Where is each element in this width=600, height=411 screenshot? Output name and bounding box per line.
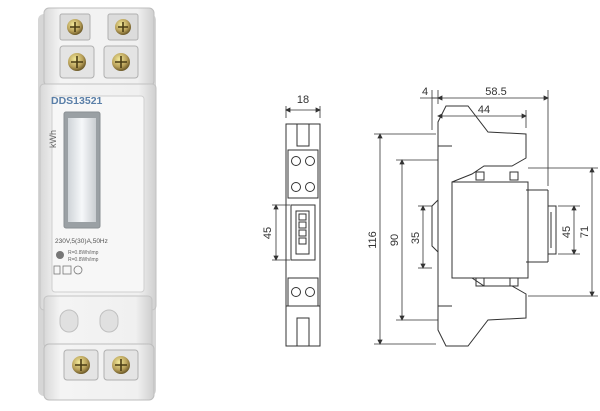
front-height-dim: 45 [262,227,274,239]
front-width-dim: 18 [297,94,309,106]
terminal-screw-icon [67,19,131,71]
side-lower-dim: 35 [410,232,422,244]
spec-line-2: R=0.8Wh/imp [68,257,99,263]
side-view-drawing [431,105,557,347]
spec-line-1: R=0.8Wh/imp [68,250,99,256]
meter-photo: DDS13521 kWh 230V,5(30)A,50Hz R=0.8Wh/im… [38,7,157,401]
side-rail-height-dim: 71 [579,226,591,238]
front-view-drawing [285,123,321,347]
side-dimensions [374,90,598,345]
side-profile [437,105,527,347]
unit-label: kWh [48,130,58,148]
led-indicator-icon [56,251,64,259]
side-overall-depth-dim: 58.5 [485,86,506,98]
side-body-height-dim: 90 [389,234,401,246]
certification-marks-icon [53,265,83,275]
side-total-height-dim: 116 [367,231,379,249]
front-dimensions [272,106,321,261]
side-depth-dim: 44 [478,104,490,116]
model-label: DDS13521 [51,95,103,107]
side-offset-dim: 4 [422,86,428,98]
rating-label: 230V,5(30)A,50Hz [55,238,108,245]
terminal-screw-icon [72,356,130,374]
side-face-height-dim: 45 [561,226,573,238]
